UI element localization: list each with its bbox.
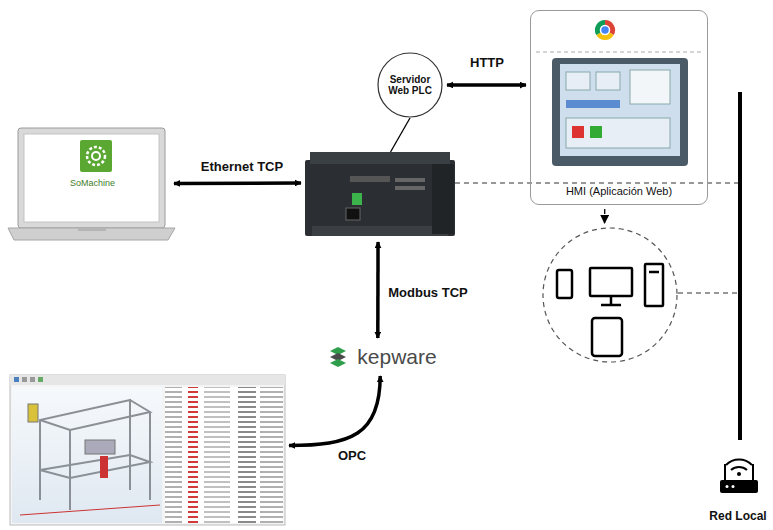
connector-arrow [376,242,380,338]
node-text: Servidor Web PLC [382,74,438,96]
hmi-drawing [536,20,702,166]
lan-bus [455,92,740,440]
circle-outline [542,227,678,363]
connector-arrow [447,83,526,87]
hmi-browser-box: HMI (Aplicación Web) [530,10,708,205]
node-text: SoMachine [70,178,115,188]
connector-label: Ethernet TCP [199,159,285,174]
simulator-screenshot [10,375,285,525]
connector-arrow [289,376,380,446]
connector-arrow [604,209,606,223]
connector-label: Modbus TCP [386,285,469,300]
laptop-screen: SoMachine [15,125,170,242]
kepware-logo: kepware [325,342,445,372]
laptop-drawing [8,128,175,240]
devices-circle [542,227,678,363]
router-icon [720,459,758,493]
router-node: Red Local [705,455,771,525]
plc-drawing [305,152,455,236]
node-text: HMI (Aplicación Web) [566,185,672,197]
connector-label: OPC [336,448,368,463]
connector-label: HTTP [468,55,506,70]
device-icons [557,264,663,356]
connector-arrow [174,181,301,185]
simulator-window [10,375,285,525]
web-server-circle: Servidor Web PLC [377,52,443,118]
node-text: Red Local [709,509,766,523]
node-text: kepware [357,345,436,369]
connector-arrow [391,118,411,152]
plc-controller [305,152,455,238]
